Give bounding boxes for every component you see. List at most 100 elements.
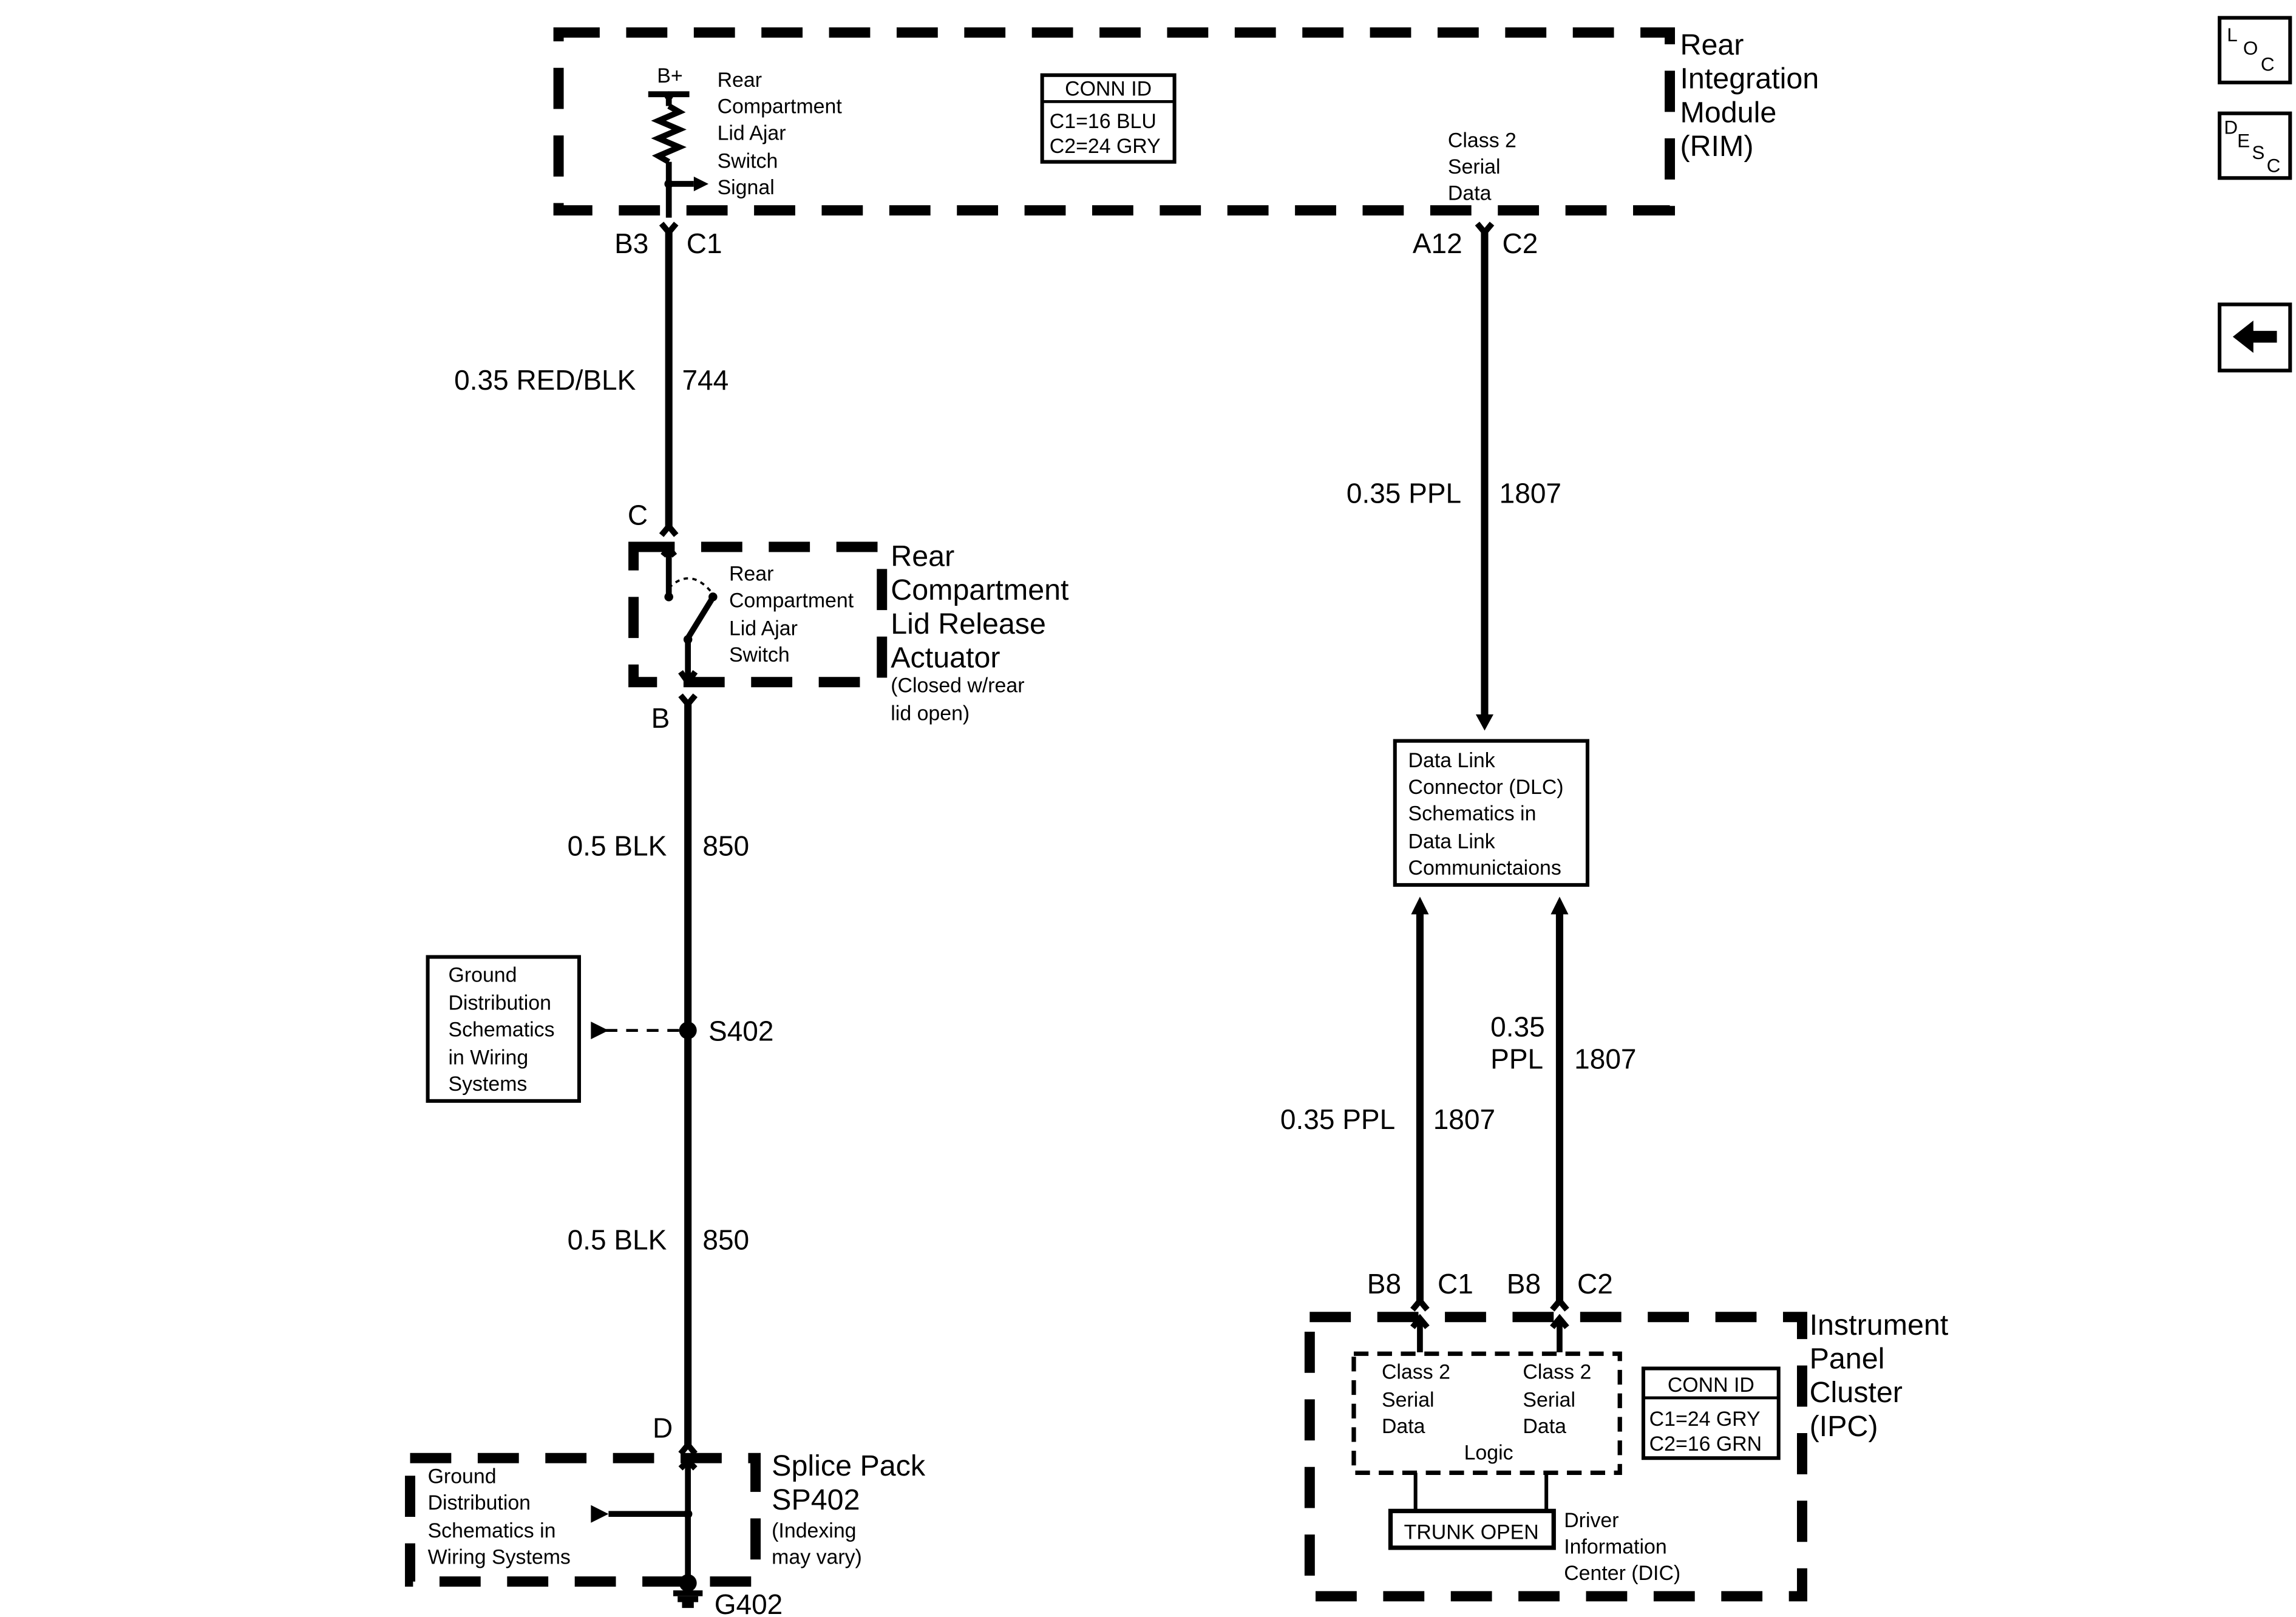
ipc-serial-left-1: Class 2 — [1382, 1360, 1450, 1383]
loc-c: C — [2261, 54, 2275, 75]
ipc-conn-id-c2: C2=16 GRN — [1649, 1432, 1762, 1456]
wire-1807-top-gauge: 0.35 PPL — [1347, 477, 1461, 509]
ipc-title-4: (IPC) — [1810, 1410, 1878, 1443]
rear-integration-module: Rear Integration Module (RIM) B+ Rear Co… — [553, 27, 1819, 218]
pin-b3: B3 — [614, 228, 648, 259]
circuit-744-wire: 0.35 RED/BLK 744 — [454, 232, 729, 527]
pack-note-1: (Indexing — [772, 1519, 856, 1542]
rim-serial-3: Data — [1448, 182, 1492, 205]
dlc-2: Connector (DLC) — [1408, 776, 1564, 799]
dic-3: Center (DIC) — [1564, 1562, 1680, 1585]
ipc-connector-pins: B8 C1 B8 C2 — [1367, 1268, 1613, 1312]
pack-ground-3: Schematics in — [428, 1519, 556, 1542]
actuator-title-1: Rear — [891, 540, 954, 572]
desc-s: S — [2252, 142, 2264, 163]
dlc-4: Data Link — [1408, 830, 1495, 853]
pin-a12: A12 — [1413, 228, 1462, 259]
rim-serial-1: Class 2 — [1448, 129, 1517, 152]
pin-d: D — [653, 1412, 673, 1443]
ipc-conn-id-c1: C1=24 GRY — [1649, 1408, 1761, 1431]
bplus-label: B+ — [657, 64, 682, 87]
trunk-open-message-box: TRUNK OPEN — [1388, 1508, 1556, 1550]
loc-o: O — [2243, 38, 2258, 59]
pin-c1-top: C1 — [687, 228, 722, 259]
pin-c2-top: C2 — [1503, 228, 1538, 259]
loc-l: L — [2227, 24, 2238, 46]
wire-850a-gauge: 0.5 BLK — [568, 830, 667, 861]
actuator-title-2: Compartment — [891, 574, 1069, 606]
circuit-850-lower-wire: 0.5 BLK 850 — [568, 1030, 749, 1445]
actuator-switch-2: Compartment — [729, 589, 854, 612]
rim-title-3: Module — [1680, 96, 1776, 129]
ipc-serial-right-3: Data — [1523, 1415, 1566, 1438]
rim-connector-pins: B3 C1 A12 C2 — [614, 222, 1538, 259]
pack-title-1: Splice Pack — [772, 1449, 926, 1482]
actuator-title-4: Actuator — [891, 642, 1000, 674]
wire-1807-right-circuit: 1807 — [1574, 1043, 1636, 1075]
pin-c1-ipc: C1 — [1438, 1268, 1473, 1300]
ipc-title-3: Cluster — [1810, 1376, 1903, 1409]
ground-ref-4: in Wiring — [448, 1046, 528, 1069]
rim-conn-id-header: CONN ID — [1065, 78, 1152, 101]
desc-e: E — [2237, 130, 2250, 151]
wire-1807-top-circuit: 1807 — [1500, 477, 1561, 509]
pin-b: B — [651, 702, 670, 734]
actuator-switch-3: Lid Ajar — [729, 617, 798, 640]
dlc-1: Data Link — [1408, 749, 1495, 772]
wire-1807-left-circuit: 1807 — [1433, 1103, 1495, 1135]
desc-d: D — [2224, 117, 2238, 138]
desc-button[interactable]: D E S C — [2218, 111, 2292, 180]
wire-744-circuit: 744 — [682, 364, 729, 396]
ground-ref-5: Systems — [448, 1073, 527, 1096]
rim-switch-signal-2: Compartment — [718, 95, 843, 118]
ipc-serial-left-3: Data — [1382, 1415, 1425, 1438]
ipc-title-2: Panel — [1810, 1342, 1885, 1375]
rim-switch-signal-4: Switch — [718, 149, 778, 172]
splice-s402: S402 — [591, 1015, 773, 1047]
actuator-note-2: lid open) — [891, 702, 970, 725]
rim-conn-id-c1: C1=16 BLU — [1050, 110, 1156, 133]
rim-serial-2: Serial — [1448, 155, 1501, 178]
ipc-logic: Logic — [1464, 1442, 1513, 1465]
pin-c: C — [628, 500, 648, 531]
pin-b8-1: B8 — [1367, 1268, 1401, 1300]
rim-switch-signal-1: Rear — [718, 69, 762, 92]
wire-744-gauge: 0.35 RED/BLK — [454, 364, 636, 396]
desc-c: C — [2267, 155, 2281, 177]
loc-button[interactable]: L O C — [2218, 16, 2292, 84]
dic-2: Information — [1564, 1536, 1666, 1559]
circuit-850-upper-wire: 0.5 BLK 850 — [568, 704, 749, 1029]
splice-pack-sp402: Ground Distribution Schematics in Wiring… — [405, 1449, 926, 1617]
pin-c2-ipc: C2 — [1577, 1268, 1613, 1300]
actuator-note-1: (Closed w/rear — [891, 674, 1024, 697]
rim-switch-signal-5: Signal — [718, 176, 775, 199]
ground-ref-2: Distribution — [448, 992, 551, 1015]
pack-ground-1: Ground — [428, 1465, 497, 1488]
circuit-1807-left-wire: 0.35 PPL 1807 — [1280, 897, 1495, 1301]
dlc-reference[interactable]: Data Link Connector (DLC) Schematics in … — [1393, 739, 1589, 887]
ipc-conn-id-box: CONN ID C1=24 GRY C2=16 GRN — [1641, 1366, 1781, 1460]
back-button[interactable] — [2218, 302, 2292, 373]
rim-title-1: Rear — [1680, 29, 1744, 61]
wire-850a-circuit: 850 — [702, 830, 749, 861]
instrument-panel-cluster: Instrument Panel Cluster (IPC) Class 2 S… — [1304, 1309, 1949, 1602]
actuator-switch-4: Switch — [729, 643, 790, 666]
rim-title-2: Integration — [1680, 63, 1819, 95]
circuit-1807-top-wire: 0.35 PPL 1807 — [1347, 232, 1561, 731]
rear-compartment-lid-release-actuator: Rear Compartment Lid Ajar Switch Rear Co… — [628, 540, 1069, 725]
wire-1807-right-gauge-1: 0.35 — [1490, 1011, 1545, 1042]
actuator-switch-1: Rear — [729, 563, 773, 586]
wire-1807-left-gauge: 0.35 PPL — [1280, 1103, 1395, 1135]
ground-distribution-reference[interactable]: Ground Distribution Schematics in Wiring… — [426, 955, 582, 1103]
pack-ground-4: Wiring Systems — [428, 1546, 571, 1569]
actuator-title-3: Lid Release — [891, 608, 1046, 640]
ground-ref-3: Schematics — [448, 1018, 554, 1041]
wire-850b-circuit: 850 — [702, 1224, 749, 1255]
ipc-serial-right-2: Serial — [1523, 1388, 1575, 1411]
ground-g402: G402 — [715, 1588, 783, 1617]
pin-b8-2: B8 — [1507, 1268, 1541, 1300]
splice-label: S402 — [708, 1015, 773, 1047]
ipc-serial-right-1: Class 2 — [1523, 1360, 1591, 1383]
ipc-title-1: Instrument — [1810, 1309, 1949, 1341]
dlc-5: Communictaions — [1408, 856, 1561, 880]
